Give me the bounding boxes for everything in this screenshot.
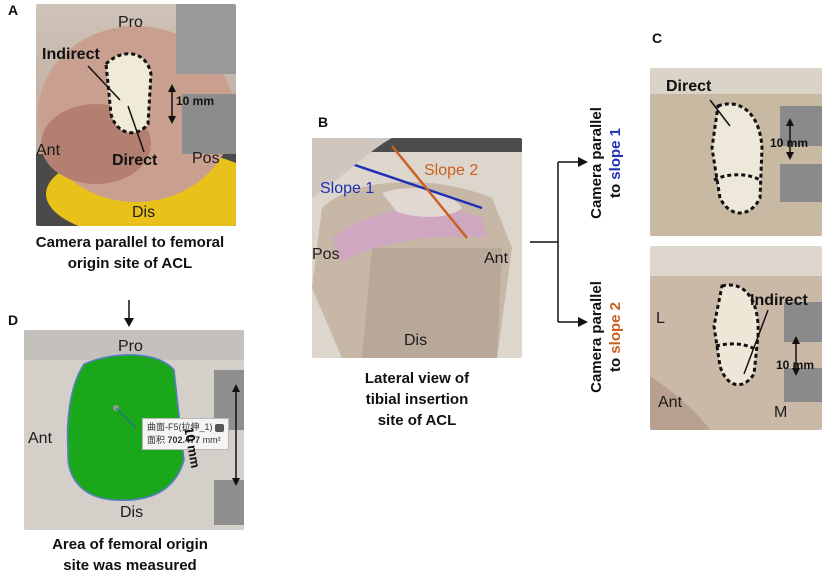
panel-d-pro-label: Pro: [118, 338, 143, 355]
area-measure-popup: 曲面-F5(拉伸_1) 面积 702.477 mm²: [142, 418, 230, 450]
slope-1-text: slope 1: [607, 128, 624, 180]
slope-1-label: Slope 1: [320, 180, 375, 197]
panel-b-dis-label: Dis: [404, 332, 428, 349]
panel-b-caption-line1: Lateral view of: [364, 370, 470, 387]
panel-a-pro-label: Pro: [118, 14, 143, 31]
popup-area-label: 面积: [147, 435, 166, 445]
arrow-right-icon: [578, 317, 588, 327]
panel-d-caption: Area of femoral origin site was measured: [0, 534, 260, 576]
panel-d-illustration: [24, 330, 244, 530]
panel-a-illustration: [36, 4, 236, 226]
panel-c-bottom-illustration: [650, 246, 822, 430]
arrow-right-icon: [578, 157, 588, 167]
popup-area-value: 702.477: [167, 435, 201, 445]
slope-2-label: Slope 2: [424, 162, 479, 179]
panel-d-letter: D: [8, 312, 19, 328]
panel-c-letter: C: [652, 30, 663, 46]
panel-c-l-label: L: [656, 310, 665, 327]
panel-a-photo: Pro Indirect 10 mm Ant Direct Pos Dis: [36, 4, 236, 226]
panel-c-top-scale-label: 10 mm: [770, 136, 809, 150]
panel-d-caption-line1: Area of femoral origin: [52, 536, 208, 553]
panel-b-caption: Lateral view of tibial insertion site of…: [312, 368, 522, 431]
panel-d-photo: Pro Ant Dis 曲面-F5(拉伸_1) 面积 702.477 mm² 1…: [24, 330, 244, 530]
panel-a-indirect-label: Indirect: [42, 46, 100, 63]
panel-d-ant-label: Ant: [28, 430, 53, 447]
panel-b-letter: B: [318, 114, 329, 130]
down-arrow-icon: [124, 300, 134, 327]
panel-a-caption-line2: origin site of ACL: [67, 255, 193, 272]
panel-c-top-illustration: [650, 68, 822, 236]
panel-d-caption-line2: site was measured: [63, 557, 197, 574]
panel-c-bottom-photo: Indirect L 10 mm Ant M: [650, 246, 822, 430]
camera-slope2-caption: Camera parallel to slope 2: [588, 281, 624, 393]
panel-c-indirect-label: Indirect: [750, 292, 808, 309]
panel-b-pos-label: Pos: [312, 246, 340, 263]
panel-a-caption-line1: Camera parallel to femoral: [35, 234, 225, 251]
camera-slope1-caption: Camera parallel to slope 1: [588, 107, 624, 219]
panel-c-direct-label: Direct: [666, 78, 712, 95]
panel-b-caption-line2: tibial insertion: [365, 391, 469, 408]
panel-c-m-label: M: [774, 404, 788, 421]
popup-area-unit: mm²: [202, 435, 221, 445]
popup-surface-name: 曲面-F5(拉伸_1): [147, 422, 213, 432]
panel-a-pos-label: Pos: [192, 150, 220, 167]
panel-a-ant-label: Ant: [36, 142, 61, 159]
panel-b-ant-label: Ant: [484, 250, 509, 267]
panel-b-photo: Slope 1 Slope 2 Pos Ant Dis: [312, 138, 522, 358]
panel-a-dis-label: Dis: [132, 204, 156, 221]
popup-minimize-icon[interactable]: [215, 423, 225, 432]
panel-d-dis-label: Dis: [120, 504, 144, 521]
panel-b-caption-line3: site of ACL: [377, 412, 457, 429]
panel-a-scale-label: 10 mm: [176, 94, 215, 108]
panel-c-ant-label: Ant: [658, 394, 683, 411]
branch-arrows: [530, 157, 588, 327]
panel-b-illustration: [312, 138, 522, 358]
slope-2-text: slope 2: [607, 302, 624, 354]
panel-a-letter: A: [8, 2, 19, 18]
panel-a-caption: Camera parallel to femoral origin site o…: [0, 232, 260, 274]
panel-c-bottom-scale-label: 10 mm: [776, 358, 815, 372]
panel-c-top-photo: Direct 10 mm: [650, 68, 822, 236]
measured-area-region: [66, 354, 185, 502]
panel-a-direct-label: Direct: [112, 152, 158, 169]
